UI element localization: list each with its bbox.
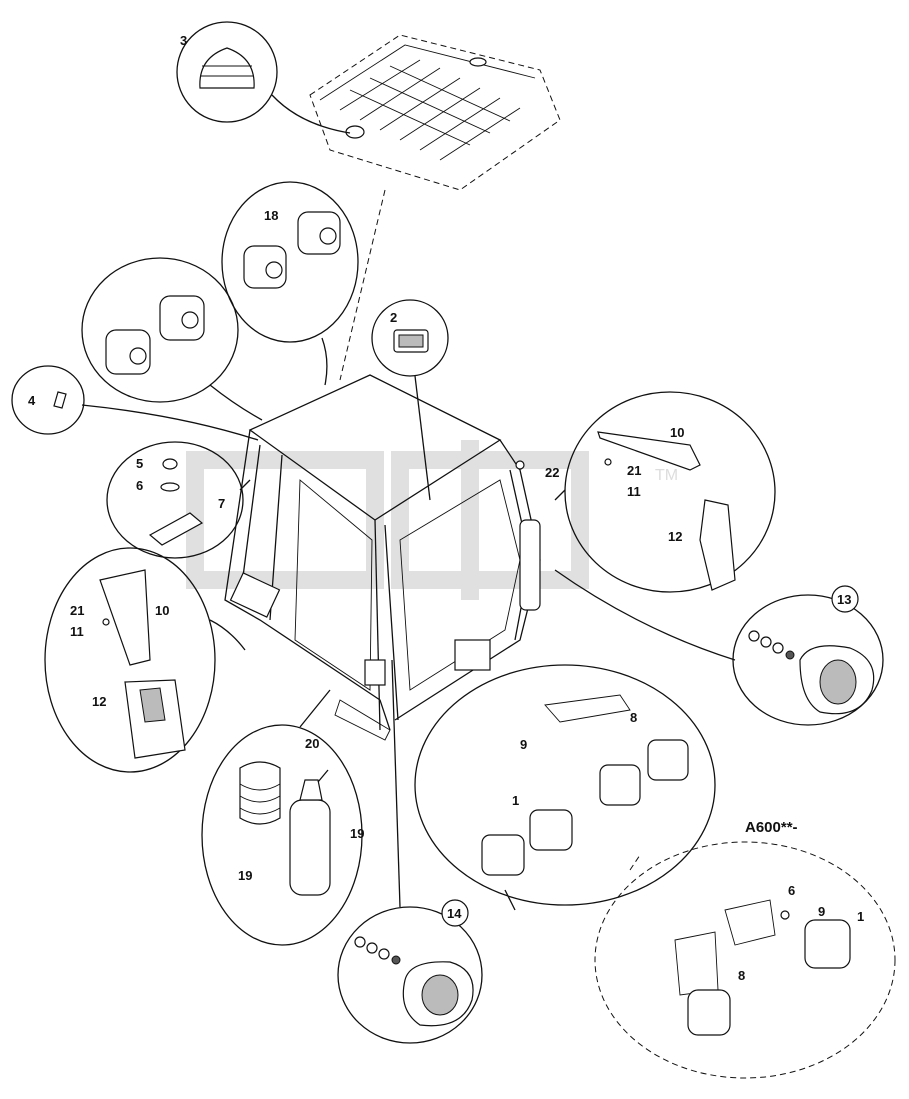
mirror-bubble-right (554, 391, 776, 593)
callout-15: 18 (264, 208, 278, 223)
callout-11-right: 11 (627, 484, 641, 499)
speaker-bubble-13 (554, 569, 884, 726)
variant-label: A600**- (745, 819, 798, 836)
lamp-bubble-main (414, 664, 716, 911)
callout-12-left: 12 (92, 694, 106, 709)
roof-leader (339, 189, 386, 381)
callout-8-variant: 8 (738, 968, 745, 983)
callout-5: 5 (136, 456, 143, 471)
work-lamp-bubble-top (221, 181, 359, 386)
callout-4: 4 (28, 393, 36, 408)
callout-16: 19 (350, 826, 364, 841)
variant-a600-bubble (594, 841, 896, 1079)
speaker-bubble-14 (337, 659, 483, 1044)
callout-18: 20 (305, 736, 319, 751)
mirror-bubble-left (44, 547, 246, 773)
callout-1-variant: 1 (857, 909, 864, 924)
callout-12-right: 12 (668, 529, 682, 544)
callout-10-left: 10 (155, 603, 169, 618)
callout-1: 1 (512, 793, 519, 808)
callout-6-variant: 6 (788, 883, 795, 898)
callout-2: 2 (390, 310, 397, 325)
callout-9: 9 (520, 737, 527, 752)
roof-panel (309, 34, 561, 191)
interior-light-bubble (371, 299, 449, 501)
callouts: 3 18 2 4 5 6 7 21 11 10 12 10 21 11 12 2… (28, 33, 864, 983)
callout-9-variant: 9 (818, 904, 825, 919)
callout-10-right: 10 (670, 425, 684, 440)
work-lamp-bubble-left (81, 257, 263, 421)
callout-20: 22 (545, 465, 559, 480)
beacon-detail-bubble (176, 21, 351, 134)
callout-11-left: 11 (70, 624, 84, 639)
part-4-bubble (11, 365, 259, 441)
callout-19-right: 21 (627, 463, 641, 478)
extinguisher-bubble (201, 689, 363, 946)
callout-13: 13 (837, 592, 851, 607)
callout-17: 19 (238, 868, 252, 883)
cab-frame (224, 374, 541, 741)
callout-6: 6 (136, 478, 143, 493)
callout-14: 14 (447, 906, 462, 921)
callout-19-left: 21 (70, 603, 84, 618)
callout-8: 8 (630, 710, 637, 725)
svg-text:TM: TM (655, 467, 678, 484)
callout-3: 3 (180, 33, 187, 48)
callout-7: 7 (218, 496, 225, 511)
